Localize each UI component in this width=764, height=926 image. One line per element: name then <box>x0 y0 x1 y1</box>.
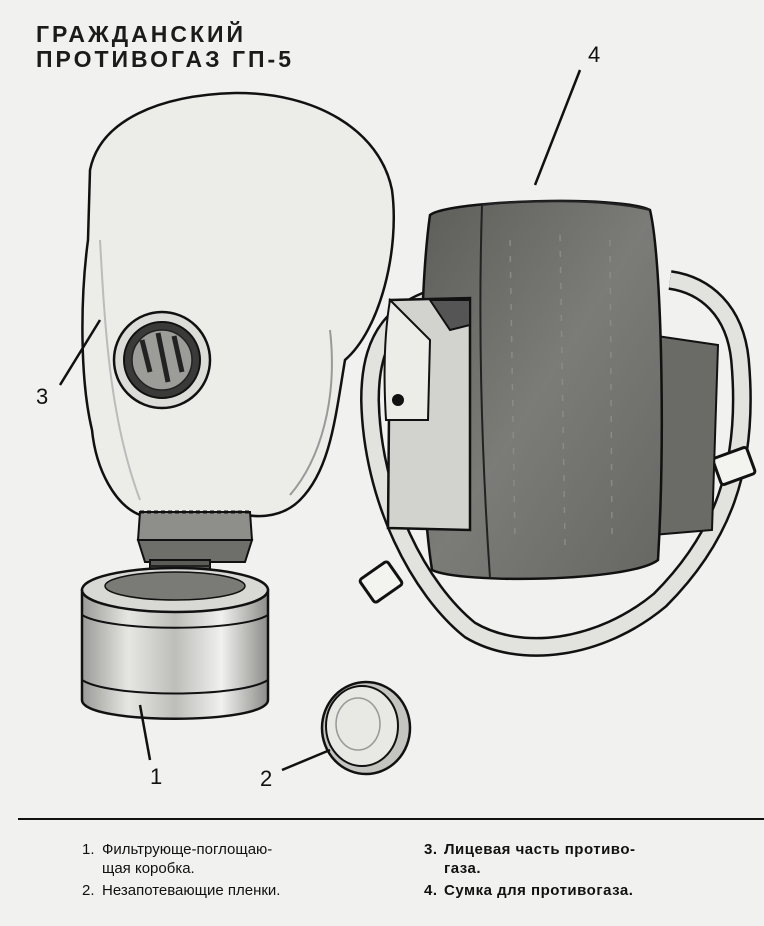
title-line-1: ГРАЖДАНСКИЙ <box>36 21 247 47</box>
callout-1: 1 <box>150 764 162 789</box>
legend-item-text: Лицевая часть противо- <box>444 841 636 858</box>
legend-item-text: Сумка для противогаза. <box>444 882 634 899</box>
legend-item-2: 2. Незапотевающие пленки. <box>82 881 280 900</box>
callout-3: 3 <box>36 384 48 409</box>
legend-divider <box>18 818 764 820</box>
legend-column-right: 3. Лицевая часть противо- газа. 4. Сумка… <box>424 840 635 900</box>
page-title: ГРАЖДАНСКИЙ ПРОТИВОГАЗ ГП-5 <box>36 22 294 72</box>
legend-item-number: 1. <box>82 841 95 858</box>
legend-item-3: 3. Лицевая часть противо- газа. <box>424 840 635 878</box>
legend: 1. Фильтрующе-поглощаю- щая коробка. 2. … <box>0 818 764 926</box>
mask-face-part <box>81 91 396 587</box>
callout-2: 2 <box>260 766 272 791</box>
title-line-2: ПРОТИВОГАЗ ГП-5 <box>36 46 294 72</box>
legend-item-text: Фильтрующе-поглощаю- <box>102 841 273 858</box>
legend-item-number: 2. <box>82 882 95 899</box>
gas-mask-bag <box>358 199 757 657</box>
filter-canister <box>80 566 270 720</box>
callout-4: 4 <box>588 42 600 67</box>
legend-item-number: 4. <box>424 882 438 899</box>
legend-item-4: 4. Сумка для противогаза. <box>424 881 635 900</box>
gas-mask-illustration: 3 1 2 4 <box>36 42 757 791</box>
legend-item-1: 1. Фильтрующе-поглощаю- щая коробка. <box>82 840 280 878</box>
legend-item-text: щая коробка. <box>102 860 195 877</box>
legend-column-left: 1. Фильтрующе-поглощаю- щая коробка. 2. … <box>82 840 280 900</box>
legend-item-text: Незапотевающие пленки. <box>102 882 281 899</box>
antifog-film-case <box>320 680 412 776</box>
leader-lines <box>58 69 582 772</box>
legend-item-number: 3. <box>424 841 438 858</box>
legend-item-text: газа. <box>444 860 482 877</box>
